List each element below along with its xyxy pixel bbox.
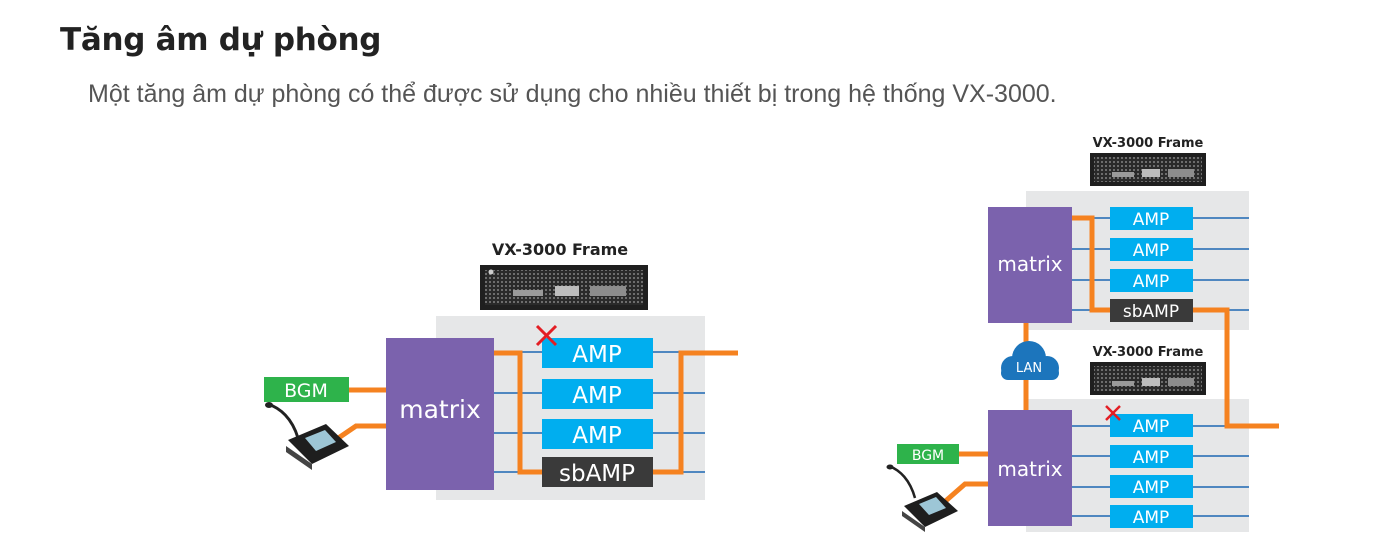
right-top-standby-amp: sbAMP	[1110, 299, 1193, 322]
right-bottom-matrix-block: matrix	[988, 410, 1072, 526]
right-bottom-amp-4: AMP	[1110, 505, 1193, 528]
right-top-standby-amp-label: sbAMP	[1123, 302, 1179, 322]
right-diagram: VX-3000 Frame VX-3000 Frame	[886, 136, 1279, 532]
right-bottom-amp-2-label: AMP	[1133, 448, 1170, 468]
right-bottom-amp-3: AMP	[1110, 475, 1193, 498]
right-bottom-amp-1-label: AMP	[1133, 417, 1170, 437]
page-subtitle: Một tăng âm dự phòng có thể được sử dụng…	[88, 80, 1057, 108]
left-bgm-badge: BGM	[264, 377, 349, 402]
right-bottom-matrix-label: matrix	[997, 457, 1062, 481]
left-matrix-block: matrix	[386, 338, 494, 490]
left-amp-3-label: AMP	[572, 423, 622, 449]
right-top-amp-2-label: AMP	[1133, 241, 1170, 261]
page-title: Tăng âm dự phòng	[60, 22, 382, 58]
left-diagram: VX-3000 Frame matrix	[264, 240, 738, 500]
left-fail-x-icon	[535, 324, 558, 347]
right-bgm-label: BGM	[912, 448, 944, 464]
right-bgm-badge: BGM	[897, 444, 959, 464]
left-amp-3: AMP	[542, 419, 653, 449]
left-standby-amp-label: sbAMP	[559, 461, 635, 487]
lan-label: LAN	[1016, 361, 1042, 376]
left-rack-device	[480, 265, 648, 310]
right-fail-x-icon	[1105, 405, 1121, 421]
right-top-amp-1-label: AMP	[1133, 210, 1170, 230]
right-bottom-amp-1: AMP	[1110, 414, 1193, 437]
left-standby-amp: sbAMP	[542, 457, 653, 487]
right-top-matrix-block: matrix	[988, 207, 1072, 323]
left-amp-1-label: AMP	[572, 342, 622, 368]
right-top-amp-3: AMP	[1110, 269, 1193, 292]
right-bottom-amp-3-label: AMP	[1133, 478, 1170, 498]
right-bottom-frame-label: VX-3000 Frame	[1093, 345, 1204, 360]
lan-cloud-icon: LAN	[1001, 341, 1059, 380]
right-bottom-rack-device	[1090, 362, 1206, 395]
right-top-amp-3-label: AMP	[1133, 272, 1170, 292]
right-top-amp-1: AMP	[1110, 207, 1193, 230]
right-microphone-console-icon	[886, 464, 958, 532]
left-amp-2: AMP	[542, 379, 653, 409]
left-microphone-console-icon	[265, 402, 349, 470]
right-bottom-amp-2: AMP	[1110, 445, 1193, 468]
right-top-matrix-label: matrix	[997, 252, 1062, 276]
left-frame-label: VX-3000 Frame	[492, 240, 628, 259]
left-amp-1: AMP	[542, 338, 653, 368]
right-bottom-amp-4-label: AMP	[1133, 508, 1170, 528]
left-bgm-label: BGM	[284, 380, 328, 402]
right-top-frame-label: VX-3000 Frame	[1093, 136, 1204, 151]
right-top-rack-device	[1090, 153, 1206, 186]
left-amp-2-label: AMP	[572, 383, 622, 409]
left-matrix-label: matrix	[399, 395, 481, 424]
right-top-amp-2: AMP	[1110, 238, 1193, 261]
